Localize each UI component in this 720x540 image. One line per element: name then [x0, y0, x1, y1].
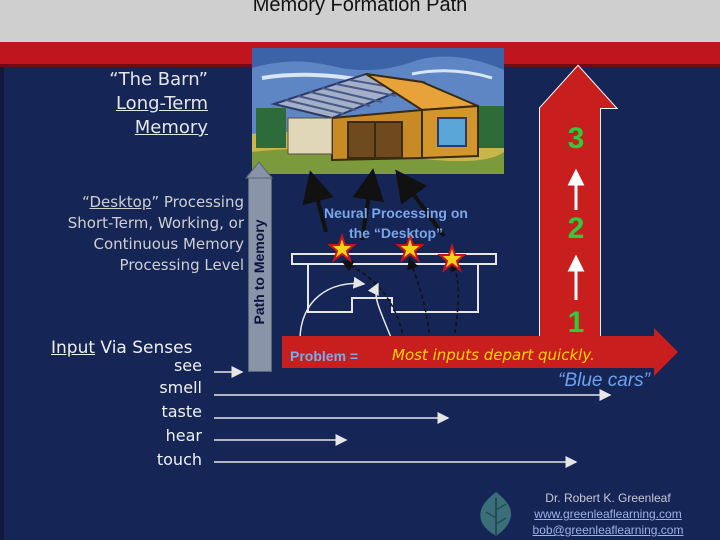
sense-smell: smell [159, 378, 202, 397]
desktop-word: Desktop [89, 193, 152, 211]
path-arrowhead-icon [244, 161, 274, 179]
neural-line2: the “Desktop” [348, 225, 444, 241]
desktop-label-line1-rest: ” Processing [151, 193, 244, 211]
desktop-top [291, 253, 497, 265]
author-name: Dr. Robert K. Greenleaf [545, 491, 671, 505]
desktop-label-line1: “Desktop” Processing [82, 193, 244, 211]
storage-arrow-2 [352, 168, 385, 241]
level-2: 2 [567, 212, 585, 245]
neural-processing-label: Neural Processing on the “Desktop” [296, 203, 496, 243]
author-info: Dr. Robert K. Greenleaf www.greenleaflea… [510, 490, 706, 538]
sense-taste: taste [161, 402, 202, 421]
problem-label: Problem = [290, 348, 359, 364]
sense-hear: hear [165, 426, 202, 445]
desktop-body [307, 264, 479, 313]
input-word: Input [51, 338, 96, 358]
storage-arrow-3 [395, 169, 446, 238]
barn-label-line3: Memory [134, 117, 208, 138]
desktop-label: “Desktop” Processing Short-Term, Working… [4, 192, 244, 276]
author-website-link[interactable]: www.greenleaflearning.com [534, 507, 682, 521]
neural-line1: Neural Processing on [324, 205, 468, 221]
star-icons [327, 232, 467, 273]
level-3: 3 [567, 122, 585, 155]
desktop-label-line3: Continuous Memory [93, 235, 245, 253]
barn-label-line2: Long-Term [115, 93, 208, 114]
desktop-label-line2: Short-Term, Working, or [67, 214, 244, 232]
senses-list: see smell taste hear touch [140, 356, 202, 472]
path-to-memory-bar [248, 176, 272, 372]
leaf-logo-icon [480, 492, 512, 536]
desktop-label-line4: Processing Level [119, 256, 244, 274]
red-memory-arrow [282, 64, 678, 376]
slide-title: Memory Formation Path [252, 0, 468, 16]
barn-label: “The Barn” Long-Term Memory [8, 68, 208, 140]
sense-see: see [173, 356, 202, 375]
title-bar: Memory Formation Path [0, 0, 720, 42]
storage-arrow-1 [302, 170, 334, 233]
blue-cars-label: “Blue cars” [558, 370, 650, 391]
input-label-rest: Via Senses [95, 338, 193, 358]
author-email-link[interactable]: bob@greenleaflearning.com [532, 523, 684, 537]
level-1: 1 [567, 306, 585, 339]
sense-touch: touch [156, 450, 202, 469]
problem-text: Most inputs depart quickly. [392, 346, 595, 364]
barn-label-line1: “The Barn” [109, 69, 208, 90]
input-label: Input Via Senses [51, 338, 192, 358]
barn-image [252, 48, 504, 174]
